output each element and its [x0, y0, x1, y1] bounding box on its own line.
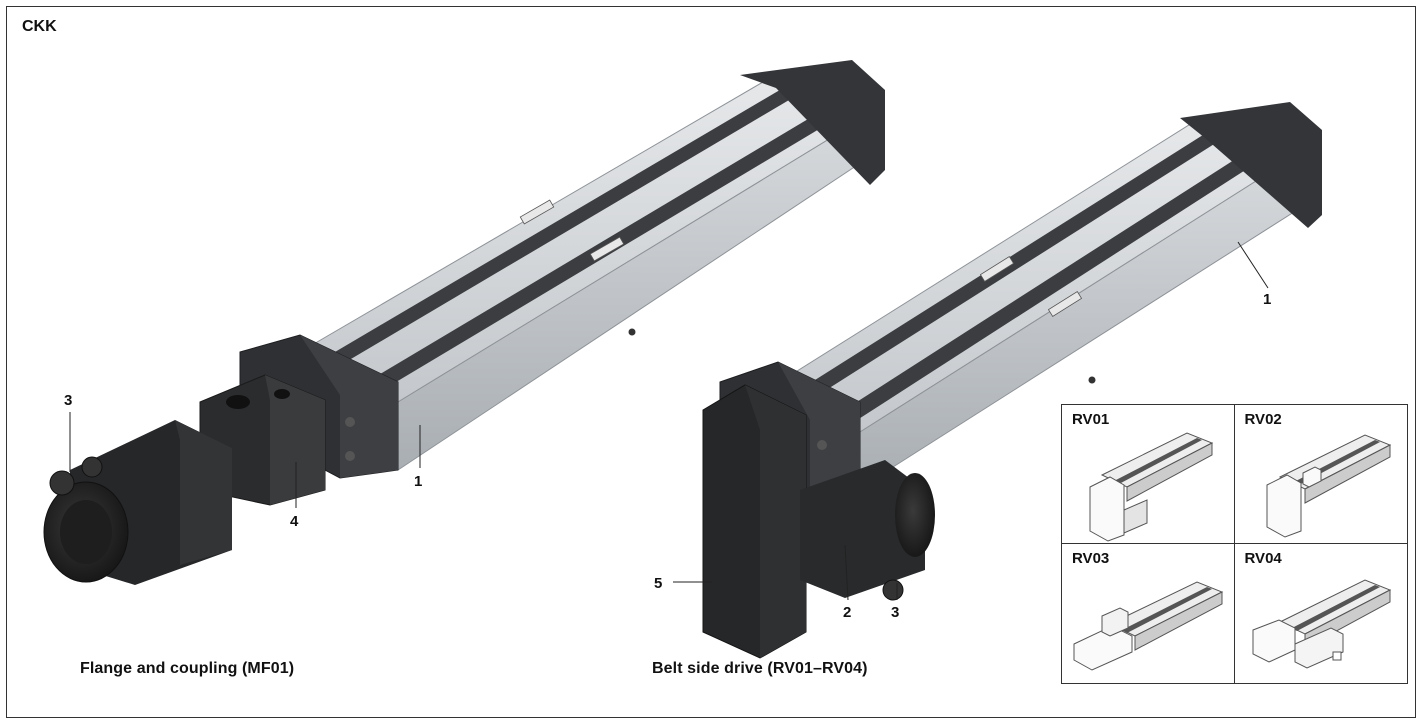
variant-label-rv03: RV03 — [1072, 550, 1110, 567]
callout-right-3: 3 — [891, 604, 899, 621]
callout-right-2: 2 — [843, 604, 851, 621]
callout-right-5: 5 — [654, 575, 662, 592]
variant-rv01-drawing — [1089, 432, 1214, 542]
linear-module-right — [702, 102, 1322, 659]
callout-left-3: 3 — [64, 392, 72, 409]
variant-cell-rv01: RV01 — [1062, 405, 1235, 544]
leader-right-2 — [844, 544, 849, 601]
variant-cell-rv03: RV03 — [1062, 544, 1235, 683]
variant-label-rv01: RV01 — [1072, 411, 1110, 428]
variant-label-rv02: RV02 — [1244, 411, 1282, 428]
variant-cell-rv04: RV04 — [1235, 544, 1408, 683]
variant-label-rv04: RV04 — [1244, 550, 1282, 567]
variant-rv03-drawing — [1073, 581, 1224, 671]
caption-belt-side-drive: Belt side drive (RV01–RV04) — [652, 660, 868, 677]
variant-rv02-drawing — [1266, 434, 1391, 538]
variant-rv04-drawing — [1252, 579, 1391, 669]
figure-title: CKK — [22, 18, 57, 35]
leader-right-1 — [1237, 241, 1269, 289]
variant-grid: RV01 RV02 RV03 RV04 — [1061, 404, 1408, 684]
callout-left-4: 4 — [290, 513, 299, 530]
callout-right-1: 1 — [1263, 291, 1271, 308]
callout-left-1: 1 — [414, 473, 422, 490]
figure-frame — [6, 6, 1416, 718]
caption-flange-coupling: Flange and coupling (MF01) — [80, 660, 295, 677]
variant-cell-rv02: RV02 — [1234, 405, 1407, 544]
linear-module-left — [43, 60, 885, 585]
